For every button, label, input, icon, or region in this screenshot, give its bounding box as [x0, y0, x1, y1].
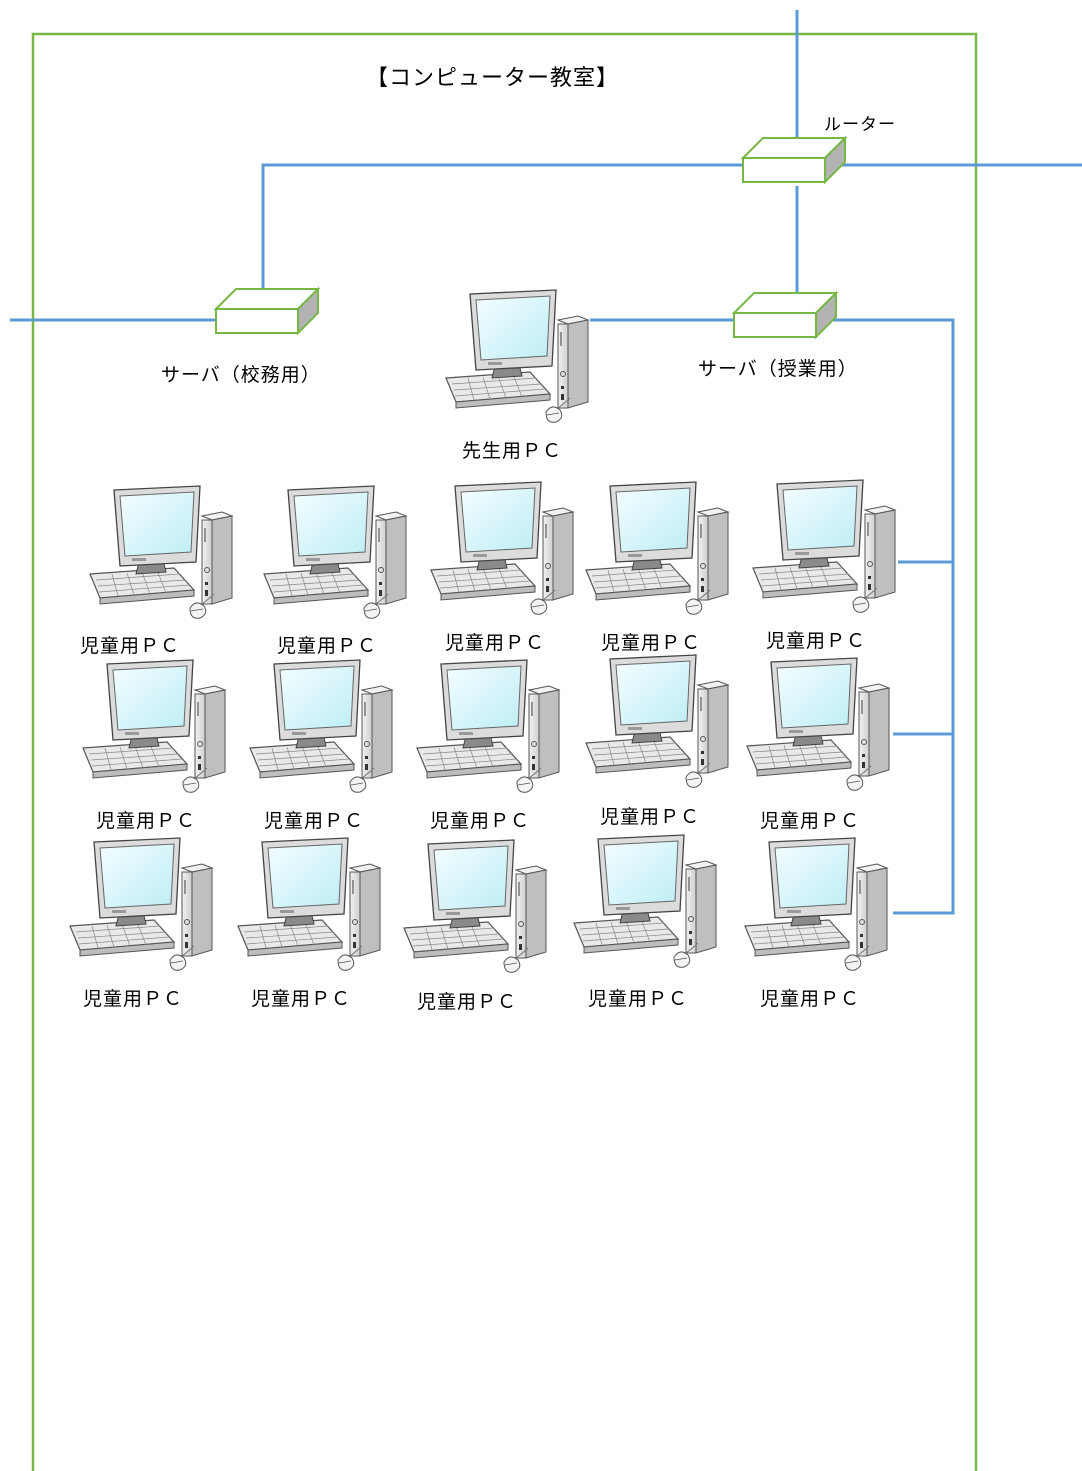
- student-pc-icon: [573, 834, 717, 969]
- student-pc-icon: [746, 657, 890, 792]
- student-pc-label: 児童用ＰＣ: [588, 988, 689, 1010]
- classroom-border: [31, 32, 978, 1471]
- student-pc-label: 児童用ＰＣ: [80, 635, 181, 657]
- server-admin-icon: [215, 288, 319, 334]
- student-pc-label: 児童用ＰＣ: [264, 810, 365, 832]
- server-class-icon: [733, 292, 837, 338]
- student-pc-icon: [430, 481, 574, 616]
- server-admin-label: サーバ（校務用）: [161, 364, 321, 386]
- student-pc-label: 児童用ＰＣ: [600, 806, 701, 828]
- student-pc-label: 児童用ＰＣ: [251, 988, 352, 1010]
- student-pc-label: 児童用ＰＣ: [96, 810, 197, 832]
- student-pc-label: 児童用ＰＣ: [430, 810, 531, 832]
- student-pc-grid: [69, 479, 896, 974]
- student-pc-icon: [585, 481, 729, 616]
- teacher-pc-icon: [445, 289, 589, 424]
- student-pc-label: 児童用ＰＣ: [760, 810, 861, 832]
- student-pc-icon: [263, 485, 407, 620]
- network-cables: [10, 10, 1082, 915]
- student-pc-icon: [89, 485, 233, 620]
- student-pc-icon: [69, 837, 213, 972]
- student-pc-label: 児童用ＰＣ: [445, 632, 546, 654]
- student-pc-label: 児童用ＰＣ: [760, 988, 861, 1010]
- router-label: ルーター: [824, 115, 896, 135]
- student-pc-label: 児童用ＰＣ: [601, 632, 702, 654]
- student-pc-icon: [744, 837, 888, 972]
- student-pc-icon: [403, 839, 547, 974]
- server-class-label: サーバ（授業用）: [698, 358, 858, 380]
- student-pc-icon: [82, 659, 226, 794]
- router-icon: [742, 137, 846, 183]
- student-pc-icon: [237, 837, 381, 972]
- student-pc-icon: [585, 654, 729, 789]
- student-pc-label: 児童用ＰＣ: [83, 988, 184, 1010]
- teacher-pc-label: 先生用ＰＣ: [462, 440, 563, 462]
- student-pc-label: 児童用ＰＣ: [417, 991, 518, 1013]
- student-pc-icon: [752, 479, 896, 614]
- student-pc-label: 児童用ＰＣ: [277, 635, 378, 657]
- student-pc-icon: [416, 659, 560, 794]
- room-title: 【コンピューター教室】: [366, 66, 620, 91]
- student-pc-icon: [249, 659, 393, 794]
- student-pc-label: 児童用ＰＣ: [766, 630, 867, 652]
